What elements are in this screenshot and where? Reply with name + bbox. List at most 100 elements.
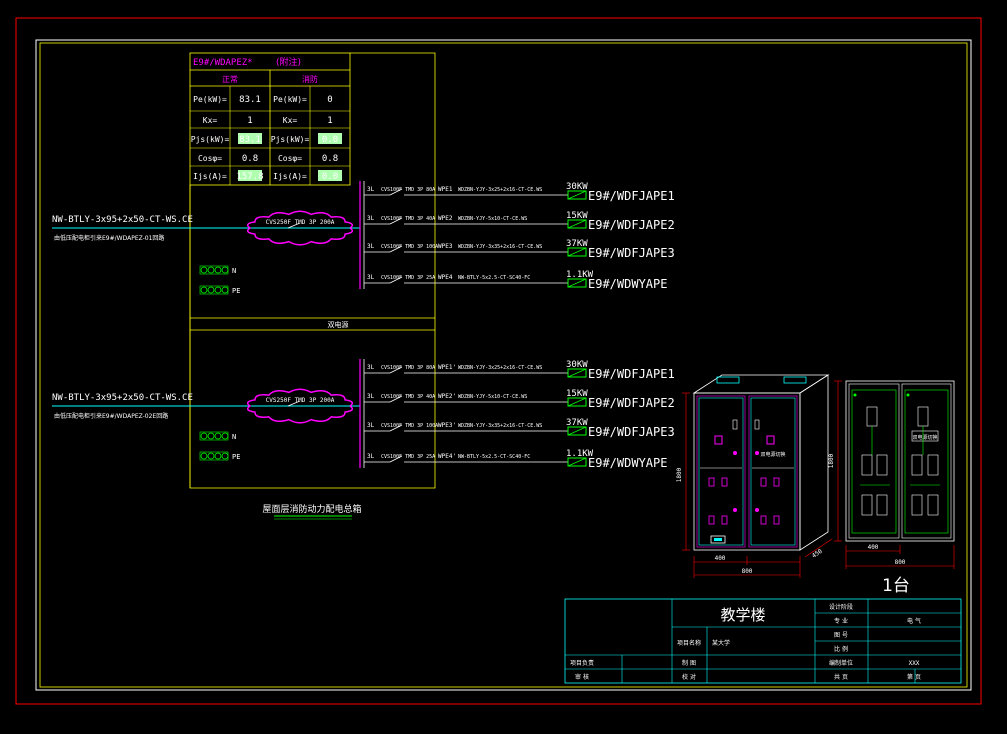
revision-cloud (246, 210, 354, 246)
load-box-icon (567, 397, 587, 407)
feeder-circuit-id: WPE2' (438, 393, 456, 400)
feeder-power: 37KW (566, 239, 588, 249)
terminal-icon (200, 266, 208, 274)
load-key: Ijs(A)= (273, 172, 307, 181)
cabinet-half-dim: 400 (715, 555, 726, 562)
main-breaker-symbol (287, 400, 301, 407)
cabinet-front-width-dim: 800 (895, 559, 906, 566)
feeder-power: 30KW (566, 182, 588, 192)
feeder-phase: 3L (367, 422, 375, 429)
title-drawing-no-label: 图 号 (834, 632, 848, 639)
circuit-section: NW-BTLY-3x95+2x50-CT-WS.CE 由低压配电柜引来E9#/WD… (52, 181, 675, 295)
feeder-breaker-symbol (389, 366, 403, 374)
load-key: Pe(kW)= (273, 95, 307, 104)
feeder-destination: E9#/WDFJAPE2 (588, 218, 675, 232)
feeder-cable-label: WDZBN-YJY-3x25+2x16-CT-CE.WS (458, 187, 542, 193)
feeder-breaker-label: CVS100F TMD 3P 40A (381, 216, 435, 222)
load-key: Pjs(kW)= (271, 135, 310, 144)
terminal-icon (207, 286, 215, 294)
feeder-phase: 3L (367, 215, 375, 222)
load-box-icon (567, 457, 587, 467)
load-table: E9#/WDAPEZ* (附注) 正常 消防 Pe(kW)=Pe(kW)=83.… (189, 52, 351, 186)
cabinet-internal-label: 双电源切换 (912, 434, 937, 441)
load-table-col-a: 正常 (222, 75, 238, 84)
feeder-breaker-symbol (389, 395, 403, 403)
load-table-header-left: E9#/WDAPEZ* (193, 58, 253, 68)
title-specialty-label: 专 业 (834, 617, 848, 625)
value-highlight (318, 133, 342, 144)
terminal-icon (221, 286, 229, 294)
feeder-power: 1.1KW (566, 270, 594, 280)
drawing-border (39, 42, 968, 688)
feeder-power: 37KW (566, 418, 588, 428)
title-block: 教学楼 项目名称 某大学 设计阶段 专 业 电 气 图 号 比 例 编制单位 X… (564, 598, 962, 684)
load-value: 0.0 (322, 172, 338, 182)
panel-title: 屋面层消防动力配电总箱 (262, 503, 361, 515)
title-pm-label: 项目负责 (570, 659, 594, 667)
cabinet-front-height-dim: 1800 (828, 453, 835, 468)
title-project-name-value: 某大学 (712, 639, 730, 647)
feeder-cable-label: NW-BTLY-5x2.5-CT-SC40-FC (458, 275, 530, 281)
title-check-label: 校 对 (682, 673, 696, 681)
feeder-power: 15KW (566, 211, 588, 221)
feeder-circuit-id: WPE4' (438, 453, 456, 460)
feeder-breaker-label: CVS100F TMD 3P 40A (381, 394, 435, 400)
load-table-header-right: (附注) (276, 56, 301, 68)
incoming-cable-label: NW-BTLY-3x95+2x50-CT-WS.CE (52, 215, 193, 225)
cabinet-width-dim: 800 (742, 568, 753, 575)
terminal-icon (200, 452, 208, 460)
feeder-breaker-label: CVS100F TMD 3P 80A (381, 187, 435, 193)
load-value: 83.1 (239, 95, 261, 105)
terminal-icon (200, 432, 208, 440)
feeder-breaker-label: CVS100F TMD 3P 25A (381, 275, 435, 281)
incoming-note: 由低压配电柜引来E9#/WDAPEZ-01回路 (54, 234, 164, 242)
feeder-power: 15KW (566, 389, 588, 399)
feeder-destination: E9#/WDFJAPE3 (588, 246, 675, 260)
value-highlight (238, 170, 262, 181)
load-box-icon (567, 190, 587, 200)
load-box-icon (567, 368, 587, 378)
feeder-phase: 3L (367, 453, 375, 460)
feeder-cable-label: NW-BTLY-5x2.5-CT-SC40-FC (458, 454, 530, 460)
terminal-icon (207, 452, 215, 460)
cabinet-depth-dim: 450 (811, 548, 824, 560)
load-value: 0.0 (322, 135, 338, 145)
load-value: 0 (327, 95, 332, 105)
load-box-icon (567, 247, 587, 257)
feeder-breaker-symbol (389, 455, 403, 463)
panel-enclosure: 双电源 (189, 52, 436, 489)
feeder-destination: E9#/WDFJAPE3 (588, 425, 675, 439)
feeder-circuit-id: WPE3 (438, 243, 453, 250)
title-design-stage-label: 设计阶段 (829, 603, 853, 611)
terminal-icon (221, 452, 229, 460)
title-drawn-label: 制 图 (682, 659, 696, 667)
terminal-icon (214, 286, 222, 294)
value-highlight (318, 170, 342, 181)
neutral-label: N (232, 433, 236, 441)
feeder-power: 1.1KW (566, 449, 594, 459)
cabinet-internal-view: 双电源切换 1800 400 800 (828, 380, 955, 569)
feeder-breaker-symbol (389, 424, 403, 432)
feeder-cable-label: WDZBN-YJY-5x10-CT-CE.WS (458, 394, 527, 400)
feeder-phase: 3L (367, 393, 375, 400)
feeder-phase: 3L (367, 243, 375, 250)
terminal-icon (207, 266, 215, 274)
terminal-icon (214, 266, 222, 274)
load-key: Ijs(A)= (193, 172, 227, 181)
feeder-phase: 3L (367, 274, 375, 281)
terminal-icon (214, 432, 222, 440)
feeder-cable-label: WDZBN-YJY-3x35+2x16-CT-CE.WS (458, 244, 542, 250)
load-box-icon (567, 426, 587, 436)
title-unit-label: 编制单位 (829, 659, 853, 667)
title-unit-value: XXX (909, 660, 920, 667)
incoming-cable-label: NW-BTLY-3x95+2x50-CT-WS.CE (52, 393, 193, 403)
terminal-icon (221, 266, 229, 274)
feeder-circuit-id: WPE2 (438, 215, 453, 222)
feeder-phase: 3L (367, 364, 375, 371)
value-highlight (238, 133, 262, 144)
